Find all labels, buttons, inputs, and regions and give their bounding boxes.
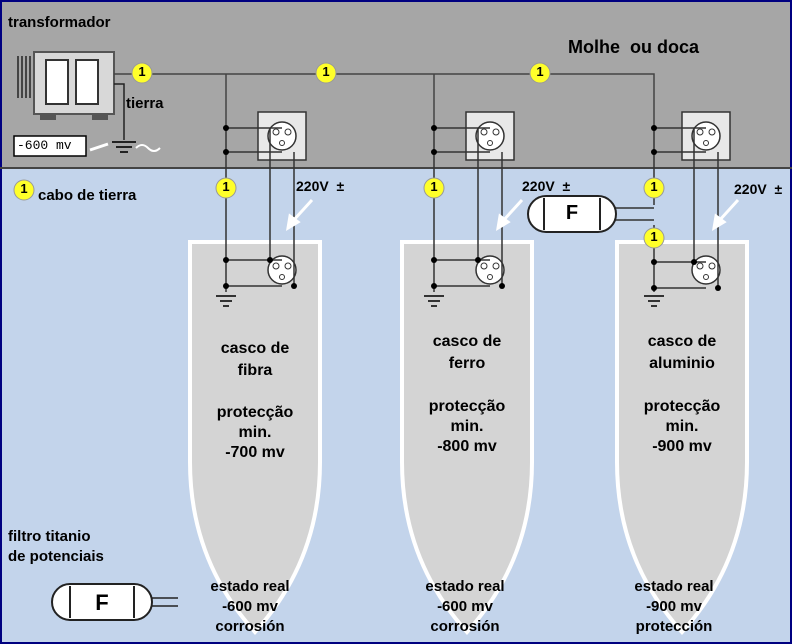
marker-number: 1	[322, 64, 330, 79]
hull-name-line1: casco de	[647, 333, 717, 350]
state-value: -600 mv	[437, 598, 493, 615]
hull-ferro	[400, 240, 534, 635]
voltage-label-1: 220V ±	[296, 178, 345, 194]
voltage-arrow-3	[711, 198, 740, 231]
hull-protection-line2: min.	[450, 418, 484, 435]
transformer-icon	[17, 51, 115, 120]
marker-number: 1	[138, 64, 146, 79]
inline-filter-symbol: F	[565, 202, 579, 224]
hull-name-line1: casco de	[220, 340, 290, 357]
boat-ground-icon-3	[644, 295, 664, 307]
inline-filter-wiring	[614, 207, 654, 221]
hull-protection-value: -700 mv	[225, 444, 285, 461]
dock-socket-3	[681, 111, 731, 161]
hull-fibra	[188, 240, 322, 635]
state-line1: estado real	[425, 578, 505, 595]
hull-protection-line2: min.	[665, 418, 699, 435]
dock-socket-2	[465, 111, 515, 161]
state-line1: estado real	[210, 578, 290, 595]
inline-filter-icon	[527, 195, 617, 233]
boat-socket-2	[475, 255, 505, 285]
hull-protection-value: -800 mv	[437, 438, 497, 455]
ground-bus	[114, 73, 655, 128]
hull-aluminio	[615, 240, 749, 635]
state-result: corrosión	[215, 618, 285, 635]
wiring-boat-1	[225, 127, 295, 292]
boat-ground-icon-2	[424, 295, 444, 307]
meter-reading: -600 mv	[17, 138, 72, 153]
filter-caption-line2: de potenciais	[8, 548, 104, 565]
ground-cable-markers	[13, 62, 665, 249]
state-line1: estado real	[634, 578, 714, 595]
hull-name-line2: fibra	[237, 362, 273, 379]
filter-caption-line1: filtro titanio	[8, 528, 91, 545]
transformer-ground-icon	[112, 141, 136, 153]
hull-protection-line1: protecção	[216, 404, 294, 421]
earth-current-arrow	[89, 142, 109, 152]
state-result: protección	[635, 618, 713, 635]
meter-box	[13, 135, 87, 157]
junction-dots	[223, 125, 721, 291]
marker-number: 1	[222, 179, 230, 194]
hull-protection-line1: protecção	[428, 398, 506, 415]
dock-socket-1	[257, 111, 307, 161]
boat-ground-icon-1	[216, 295, 236, 307]
dock-area	[0, 0, 792, 168]
state-result: corrosión	[430, 618, 500, 635]
marker-number: 1	[430, 179, 438, 194]
legend-filter-symbol: F	[95, 590, 109, 615]
boat-socket-1	[267, 255, 297, 285]
dock-label: Molhe ou doca	[568, 37, 700, 57]
hull-protection-value: -900 mv	[652, 438, 712, 455]
voltage-arrow-2	[495, 198, 524, 231]
hull-protection-line1: protecção	[643, 398, 721, 415]
earth-label: tierra	[126, 95, 164, 112]
earth-current-wave	[135, 144, 161, 152]
filter-legend-icon	[51, 583, 178, 621]
transformer-earth-wire	[114, 83, 125, 140]
state-value: -900 mv	[646, 598, 702, 615]
boat-socket-3	[691, 255, 721, 285]
transformer-label: transformador	[8, 14, 111, 31]
hull-name-line1: casco de	[432, 333, 502, 350]
hull-protection-line2: min.	[238, 424, 272, 441]
legend-marker-number: 1	[20, 181, 28, 196]
marker-number: 1	[536, 64, 544, 79]
state-value: -600 mv	[222, 598, 278, 615]
ground-cable-legend-label: cabo de tierra	[38, 187, 137, 204]
hull-name-line2: ferro	[448, 355, 486, 372]
marker-number: 1	[650, 179, 658, 194]
voltage-label-3: 220V ±	[734, 181, 783, 197]
marker-number: 1	[650, 229, 658, 244]
voltage-arrow-1	[285, 198, 314, 231]
hull-name-line2: aluminio	[649, 355, 715, 372]
voltage-label-2: 220V ±	[522, 178, 571, 194]
